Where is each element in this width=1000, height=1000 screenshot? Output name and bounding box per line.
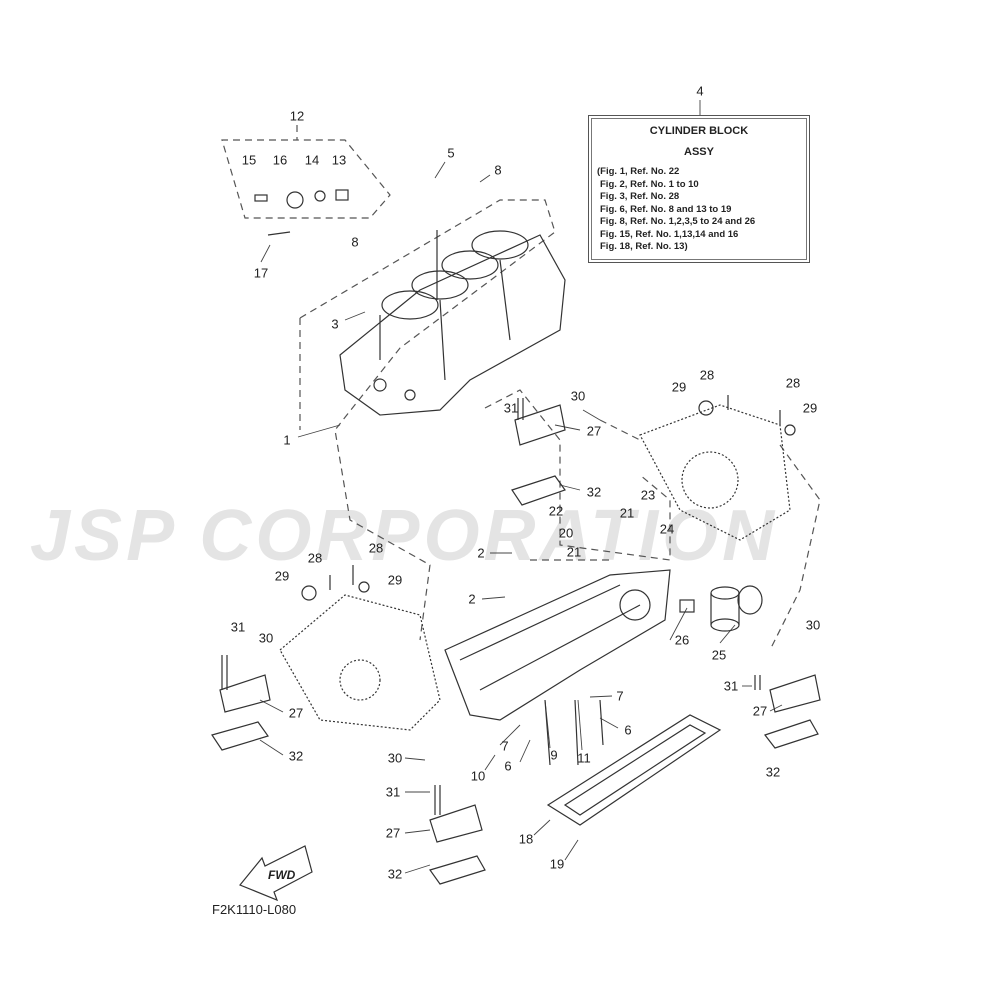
- callout[interactable]: 7: [501, 738, 509, 754]
- callout[interactable]: 15: [241, 152, 257, 168]
- callout[interactable]: 6: [624, 722, 632, 738]
- callout[interactable]: 24: [659, 521, 675, 537]
- callout[interactable]: 29: [671, 379, 687, 395]
- callout[interactable]: 28: [307, 550, 323, 566]
- callout[interactable]: 31: [723, 678, 739, 694]
- callout[interactable]: 29: [802, 400, 818, 416]
- callout[interactable]: 16: [272, 152, 288, 168]
- callout[interactable]: 30: [805, 617, 821, 633]
- info-line: (Fig. 1, Ref. No. 22: [597, 166, 680, 177]
- info-line: Fig. 2, Ref. No. 1 to 10: [600, 178, 699, 190]
- right-cover: [639, 404, 791, 541]
- callout[interactable]: 22: [548, 503, 564, 519]
- callout[interactable]: 27: [385, 825, 401, 841]
- callout[interactable]: 29: [274, 568, 290, 584]
- callout[interactable]: 27: [288, 705, 304, 721]
- callout[interactable]: 6: [504, 758, 512, 774]
- diagram-code: F2K1110-L080: [212, 902, 297, 917]
- assembly-info-box: CYLINDER BLOCK ASSY (Fig. 1, Ref. No. 22…: [588, 115, 810, 263]
- callout[interactable]: 30: [387, 750, 403, 766]
- info-line: Fig. 6, Ref. No. 8 and 13 to 19: [600, 203, 732, 215]
- info-line: Fig. 18, Ref. No. 13): [600, 241, 688, 252]
- group-outlines: [221, 125, 821, 651]
- callout[interactable]: 18: [518, 831, 534, 847]
- info-subtitle: ASSY: [684, 146, 714, 158]
- info-reference-list: (Fig. 1, Ref. No. 22 Fig. 2, Ref. No. 1 …: [597, 166, 809, 254]
- callout[interactable]: 31: [503, 400, 519, 416]
- callout[interactable]: 32: [765, 764, 781, 780]
- callout[interactable]: 23: [640, 487, 656, 503]
- callout[interactable]: 30: [258, 630, 274, 646]
- info-line: Fig. 15, Ref. No. 1,13,14 and 16: [600, 228, 739, 240]
- callout[interactable]: 13: [331, 152, 347, 168]
- callout[interactable]: 11: [577, 750, 591, 766]
- callout[interactable]: 10: [470, 768, 486, 784]
- left-cover: [279, 594, 441, 731]
- watermark: JSP CORPORATION: [30, 496, 779, 576]
- callout[interactable]: 12: [289, 108, 305, 124]
- callout[interactable]: 27: [752, 703, 768, 719]
- callout[interactable]: 25: [711, 647, 727, 663]
- info-title: CYLINDER BLOCK: [649, 125, 749, 137]
- callout[interactable]: 7: [616, 688, 624, 704]
- callout[interactable]: 14: [304, 152, 320, 168]
- cylinder-block: [339, 230, 566, 416]
- callout[interactable]: 28: [368, 540, 384, 556]
- callout[interactable]: 21: [619, 505, 635, 521]
- callout[interactable]: 2: [468, 591, 476, 607]
- oil-filter: [710, 585, 763, 632]
- callout[interactable]: 8: [351, 234, 359, 250]
- callout[interactable]: 17: [253, 265, 269, 281]
- callout[interactable]: 28: [699, 367, 715, 383]
- callout-ref-4[interactable]: 4: [696, 83, 704, 99]
- callout[interactable]: 27: [586, 423, 602, 439]
- callout[interactable]: 9: [550, 747, 558, 763]
- callout[interactable]: 3: [331, 316, 339, 332]
- bolts: [221, 189, 796, 815]
- callout[interactable]: 31: [230, 619, 246, 635]
- oil-pan: [546, 714, 722, 826]
- callout[interactable]: 5: [447, 145, 455, 161]
- callout[interactable]: 20: [558, 525, 574, 541]
- callout[interactable]: 32: [288, 748, 304, 764]
- callout[interactable]: 21: [566, 544, 582, 560]
- info-line: Fig. 3, Ref. No. 28: [600, 191, 680, 202]
- fwd-arrow-icon: [239, 845, 313, 902]
- callout[interactable]: 31: [385, 784, 401, 800]
- fwd-label: FWD: [268, 868, 296, 882]
- callout[interactable]: 8: [494, 162, 502, 178]
- callout[interactable]: 30: [570, 388, 586, 404]
- callout[interactable]: 1: [283, 432, 291, 448]
- callout[interactable]: 32: [387, 866, 403, 882]
- crankcase: [444, 569, 671, 721]
- breather-covers: [211, 404, 821, 885]
- callout[interactable]: 32: [586, 484, 602, 500]
- callout[interactable]: 26: [674, 632, 690, 648]
- callout[interactable]: 2: [477, 545, 485, 561]
- callout[interactable]: 29: [387, 572, 403, 588]
- info-line: Fig. 8, Ref. No. 1,2,3,5 to 24 and 26: [600, 216, 756, 227]
- callout[interactable]: 28: [785, 375, 801, 391]
- callout[interactable]: 19: [549, 856, 565, 872]
